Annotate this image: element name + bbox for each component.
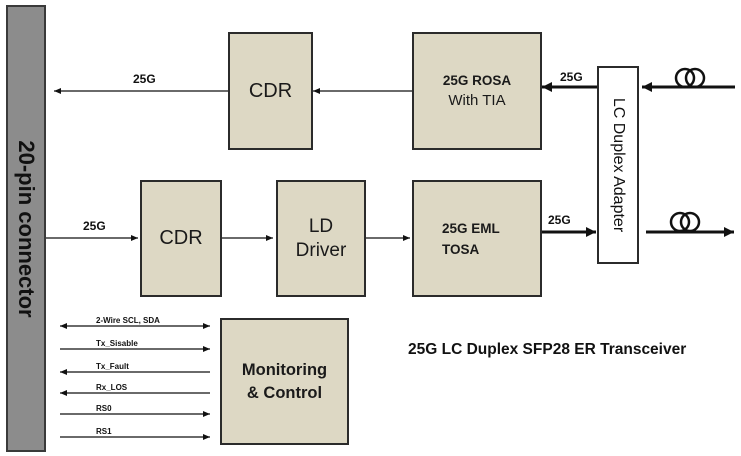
rx-fiber-coil-1 [674, 67, 696, 89]
monitoring-label-line2: & Control [246, 383, 323, 402]
cdr-rx-block: CDR [228, 32, 313, 150]
tx-fiber-coil-2 [679, 211, 701, 233]
rx-fiber-coil-2 [684, 67, 706, 89]
diagram-title: 25G LC Duplex SFP28 ER Transceiver [408, 341, 687, 358]
rosa-label-line1: 25G ROSA [442, 73, 512, 88]
tosa-label-line1: 25G EML [442, 220, 500, 236]
20-pin-connector: 20-pin connector [6, 5, 46, 452]
rosa-block: 25G ROSA With TIA [412, 32, 542, 150]
lc-duplex-adapter: LC Duplex Adapter [597, 66, 639, 264]
monitoring-label-line1: Monitoring [241, 360, 328, 379]
ld-label-line1: LD [308, 215, 334, 237]
tx-out-rate-label: 25G [548, 213, 571, 227]
tx-in-rate-label: 25G [83, 219, 106, 233]
rx-in-rate-label: 25G [560, 70, 583, 84]
tx-fiber-coil-1 [669, 211, 691, 233]
signal-label-1: Tx_Sisable [96, 339, 138, 348]
cdr-tx-block: CDR [140, 180, 222, 297]
tosa-block: 25G EML TOSA [412, 180, 542, 297]
ld-driver-block: LD Driver [276, 180, 366, 297]
monitoring-control-block: Monitoring & Control [220, 318, 349, 445]
signal-label-3: Rx_LOS [96, 383, 128, 392]
cdr-tx-label: CDR [159, 227, 203, 249]
ld-label-line2: Driver [295, 239, 347, 261]
signal-label-0: 2-Wire SCL, SDA [96, 316, 160, 325]
rx-out-rate-label: 25G [133, 72, 156, 86]
signal-label-2: Tx_Fault [96, 362, 129, 371]
adapter-label: LC Duplex Adapter [610, 97, 627, 233]
connector-label: 20-pin connector [14, 139, 39, 318]
rosa-label-line2: With TIA [448, 92, 506, 109]
cdr-rx-label: CDR [248, 79, 293, 102]
tosa-label-line2: TOSA [442, 241, 480, 257]
signal-label-4: RS0 [96, 404, 112, 413]
signal-label-5: RS1 [96, 427, 112, 436]
